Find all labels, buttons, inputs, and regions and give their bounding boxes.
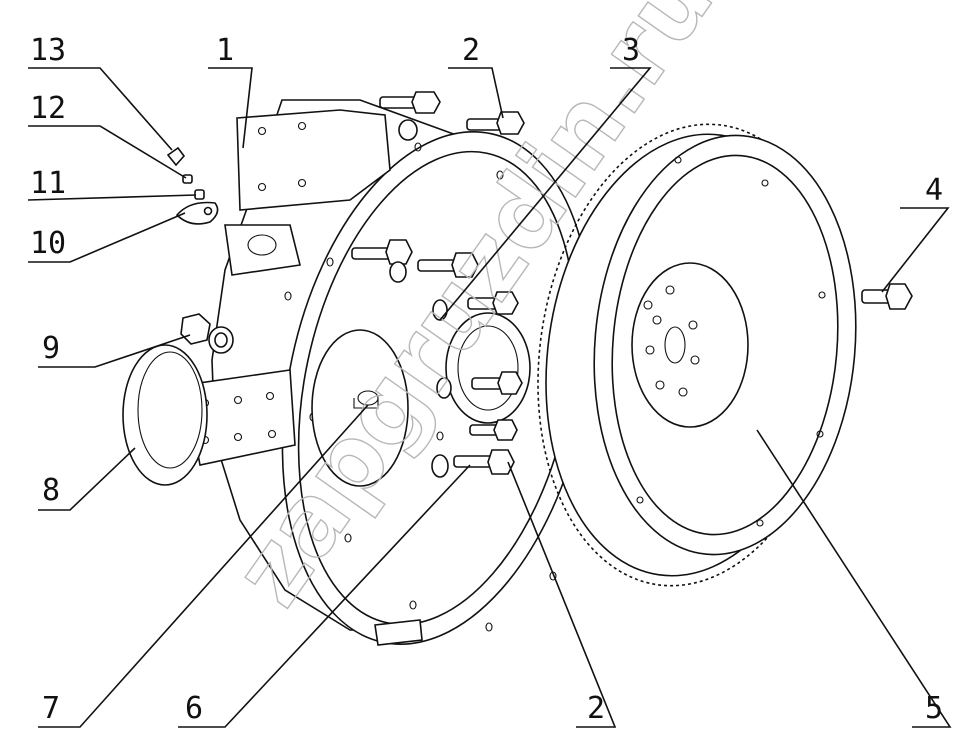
flywheel bbox=[537, 123, 857, 587]
callout-3: 3 bbox=[622, 33, 640, 68]
callout-12: 12 bbox=[30, 91, 66, 126]
bolts bbox=[166, 91, 913, 478]
callout-4: 4 bbox=[925, 173, 943, 208]
flywheel-housing bbox=[122, 99, 593, 646]
callout-8: 8 bbox=[42, 473, 60, 508]
callout-5: 5 bbox=[925, 691, 943, 726]
callout-7: 7 bbox=[42, 691, 60, 726]
callout-13: 13 bbox=[30, 33, 66, 68]
callout-11: 11 bbox=[30, 166, 66, 201]
callout-9: 9 bbox=[42, 331, 60, 366]
callout-1: 1 bbox=[216, 33, 234, 68]
callout-6: 6 bbox=[185, 691, 203, 726]
callouts: 13 12 11 10 9 8 7 6 1 2 3 4 2 bbox=[27, 33, 952, 728]
callout-10: 10 bbox=[30, 226, 66, 261]
callout-2-top: 2 bbox=[462, 33, 480, 68]
callout-2-bottom: 2 bbox=[587, 691, 605, 726]
